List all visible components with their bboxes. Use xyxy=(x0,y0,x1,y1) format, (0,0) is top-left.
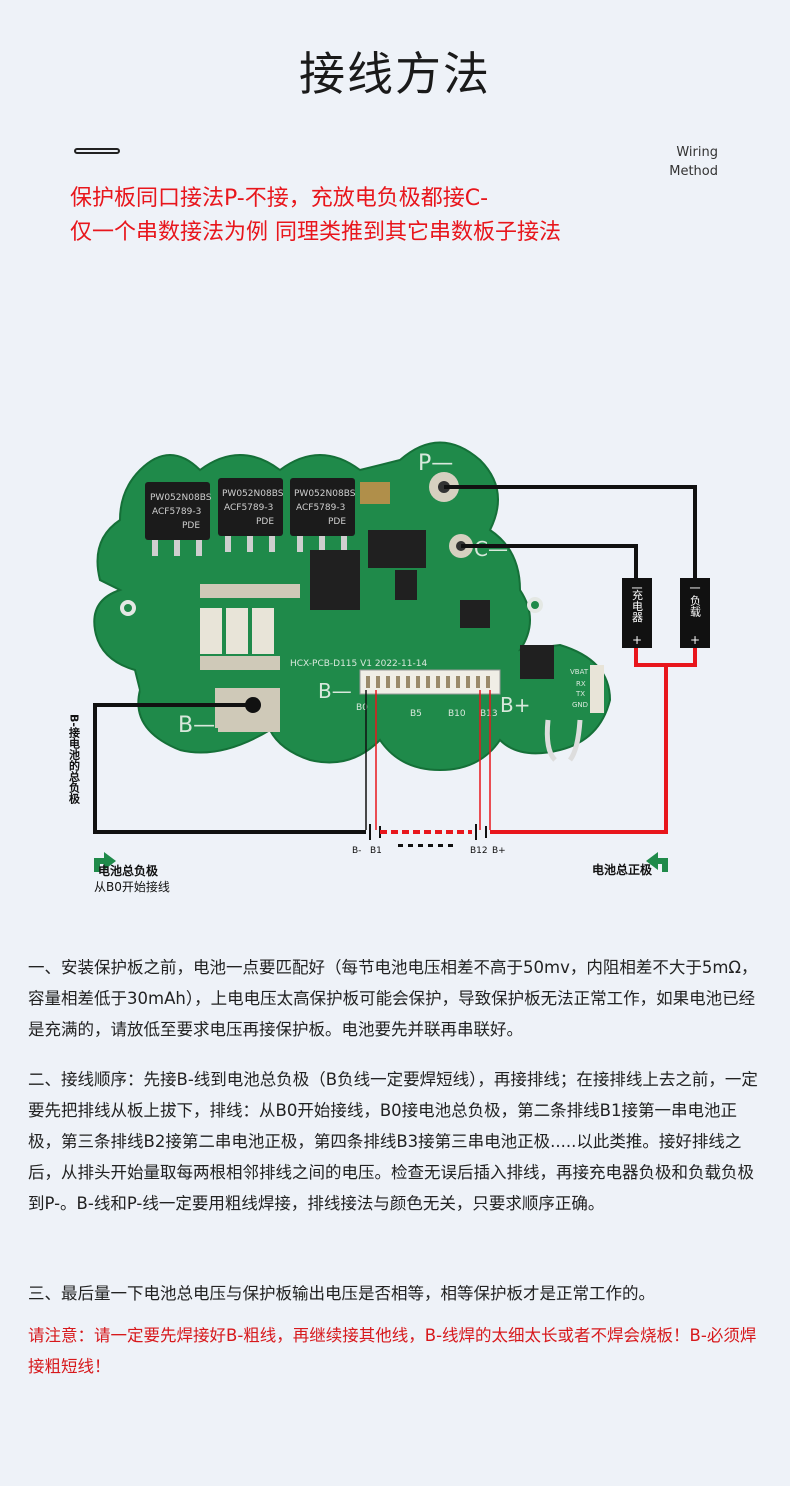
chip-3-sub: ACF5789-3 xyxy=(296,503,345,513)
pad-b-plus-label: B+ xyxy=(500,693,530,717)
pad-b-minus-small-label: B— xyxy=(318,679,352,703)
pcb-silkscreen-text: HCX-PCB-D115 V1 2022-11-14 xyxy=(290,659,427,669)
pad-c-minus-label: C— xyxy=(474,537,508,561)
page-title: 接线方法 xyxy=(299,47,491,101)
cell-b1-label: B1 xyxy=(370,846,382,856)
wiring-diagram: PW052N08BS ACF5789-3 PDE PW052N08BS ACF5… xyxy=(68,441,710,894)
pad-b-minus-label: B— xyxy=(178,713,215,738)
mosfet-chip-2: PW052N08BS ACF5789-3 PDE xyxy=(218,478,284,552)
charger-plus: + xyxy=(632,633,642,647)
b-minus-vertical-label: B-接电池的总负极 xyxy=(68,714,81,805)
connector-b13-label: B13 xyxy=(480,709,498,719)
cell-series: B- B1 B12 B+ xyxy=(352,824,506,856)
uart-tx-label: TX xyxy=(575,690,585,698)
left-caption-sub: 从B0开始接线 xyxy=(94,879,170,894)
instruction-step-3: 三、最后量一下电池总电压与保护板输出电压是否相等，相等保护板才是正常工作的。 xyxy=(28,1284,655,1303)
connector-b10-label: B10 xyxy=(448,709,466,719)
load-minus: 一 xyxy=(690,582,701,595)
mosfet-chip-1: PW052N08BS ACF5789-3 PDE xyxy=(145,482,212,556)
uart-vbat-label: VBAT xyxy=(570,668,589,676)
load-label: 负载 xyxy=(689,594,702,617)
red-wires xyxy=(490,645,697,834)
chip-1-label: PW052N08BS xyxy=(150,493,212,503)
white-wires xyxy=(544,719,583,762)
cell-connector: B0 B5 B10 B13 xyxy=(356,669,501,719)
load-plus: + xyxy=(690,633,700,647)
chip-3-label: PW052N08BS xyxy=(294,489,356,499)
chip-1-mark: PDE xyxy=(182,521,200,531)
charger-label: 充电器 xyxy=(631,588,644,623)
mosfet-chip-3: PW052N08BS ACF5789-3 PDE xyxy=(290,478,356,552)
cell-b-plus-label: B+ xyxy=(492,846,506,856)
uart-gnd-label: GND xyxy=(572,701,588,709)
left-caption-main: 电池总负极 xyxy=(98,863,159,878)
connector-b5-label: B5 xyxy=(410,709,422,719)
charger-box: 一 充电器 + xyxy=(622,578,652,648)
right-arrow-icon xyxy=(646,852,668,872)
chip-1-sub: ACF5789-3 xyxy=(152,507,201,517)
english-subtitle-line1: Wiring xyxy=(676,145,718,160)
cell-b-minus-label: B- xyxy=(352,846,361,856)
title-decoration-bar xyxy=(74,148,120,154)
charger-minus: 一 xyxy=(632,582,643,595)
uart-rx-label: RX xyxy=(576,680,586,688)
black-wires xyxy=(93,485,697,834)
english-subtitle: Wiring Method xyxy=(638,143,718,181)
left-arrow-icon xyxy=(94,852,116,872)
wiring-notice-line2: 仅一个串数接法为例 同理类推到其它串数板子接法 xyxy=(70,220,561,245)
pad-p-minus-label: P— xyxy=(418,451,453,476)
wiring-notice: 保护板同口接法P-不接，充放电负极都接C- 仅一个串数接法为例 同理类推到其它串… xyxy=(70,182,730,250)
instruction-step-1: 一、安装保护板之前，电池一点要匹配好（每节电池电压相差不高于50mv，内阻相差不… xyxy=(28,958,758,1039)
cell-b12-label: B12 xyxy=(470,846,488,856)
load-box: 一 负载 + xyxy=(680,578,710,648)
connector-b0-label: B0 xyxy=(356,703,368,713)
balance-wires xyxy=(365,690,491,830)
english-subtitle-line2: Method xyxy=(669,164,718,179)
chip-2-mark: PDE xyxy=(256,517,274,527)
instruction-step-2: 二、接线顺序：先接B-线到电池总负极（B负线一定要焊短线），再接排线；在接排线上… xyxy=(28,1070,758,1213)
chip-2-label: PW052N08BS xyxy=(222,489,284,499)
wiring-notice-line1: 保护板同口接法P-不接，充放电负极都接C- xyxy=(70,186,489,211)
chip-3-mark: PDE xyxy=(328,517,346,527)
warning-note: 请注意：请一定要先焊接好B-粗线，再继续接其他线，B-线焊的太细太长或者不焊会烧… xyxy=(28,1326,757,1376)
right-caption: 电池总正极 xyxy=(592,862,653,877)
chip-2-sub: ACF5789-3 xyxy=(224,503,273,513)
uart-pins: VBAT RX TX GND xyxy=(570,668,589,709)
